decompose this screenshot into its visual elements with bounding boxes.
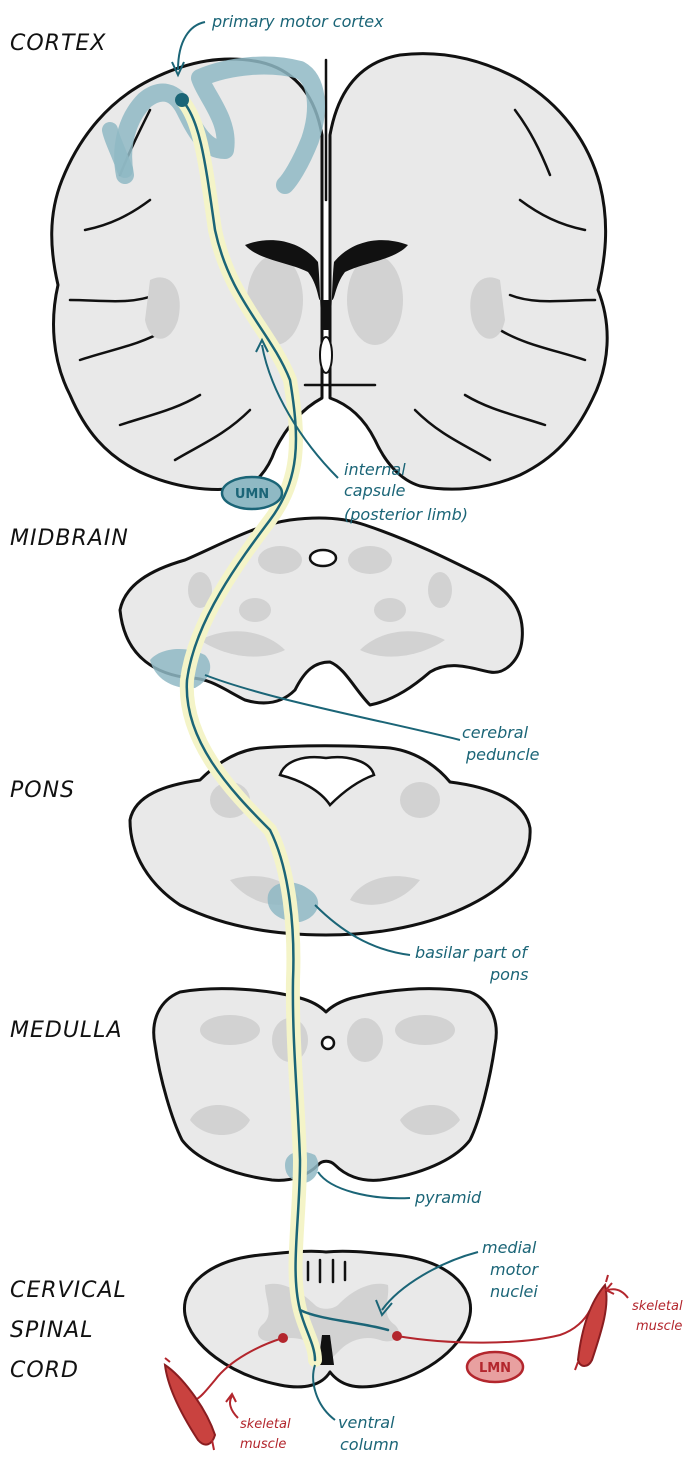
label-basilar-pons-1: basilar part of: [415, 943, 529, 962]
label-skeletal-muscle-left-2: muscle: [240, 1437, 286, 1452]
label-skeletal-muscle-right-2: muscle: [636, 1319, 682, 1334]
label-basilar-pons-2: pons: [489, 965, 528, 984]
label-cerebral-peduncle-1: cerebral: [462, 723, 529, 742]
pointer-skeletal-muscle-right: [606, 1283, 628, 1298]
label-ventral-column-2: column: [340, 1435, 399, 1454]
third-ventricle: [320, 337, 332, 373]
label-skeletal-muscle-left-1: skeletal: [240, 1417, 291, 1432]
medulla-section: [154, 989, 497, 1183]
lmn-badge-text: LMN: [479, 1361, 511, 1376]
label-ventral-column-1: ventral: [338, 1413, 395, 1432]
skeletal-muscle-right: [578, 1285, 607, 1366]
skeletal-muscle-left: [165, 1365, 215, 1445]
level-label-cortex: CORTEX: [10, 31, 106, 56]
label-internal-capsule-3: (posterior limb): [344, 505, 468, 524]
right-deep-nuclei: [347, 255, 403, 345]
midbrain-gray-6: [428, 572, 452, 608]
level-label-medulla: MEDULLA: [10, 1018, 123, 1043]
midbrain-section: [120, 518, 522, 705]
medulla-outline: [154, 989, 497, 1181]
label-primary-motor-cortex: primary motor cortex: [211, 12, 384, 31]
midbrain-gray-2: [348, 546, 392, 574]
level-label-cervical-2: SPINAL: [10, 1318, 93, 1343]
medulla-gray-2: [395, 1015, 455, 1045]
umn-badge: UMN: [222, 477, 282, 509]
medulla-gray-4: [347, 1018, 383, 1062]
upper-motor-neuron-soma: [175, 93, 189, 107]
label-cerebral-peduncle-2: peduncle: [465, 745, 540, 764]
level-label-midbrain: MIDBRAIN: [10, 526, 129, 551]
label-pyramid: pyramid: [414, 1188, 482, 1207]
level-label-cervical-3: CORD: [10, 1358, 79, 1383]
label-internal-capsule-2: capsule: [344, 481, 406, 500]
central-canal-medulla: [322, 1037, 334, 1049]
level-label-cervical-1: CERVICAL: [10, 1278, 127, 1303]
midbrain-gray-3: [239, 598, 271, 622]
label-internal-capsule-1: internal: [344, 460, 406, 479]
midbrain-gray-1: [258, 546, 302, 574]
label-medial-motor-nuclei-3: nuclei: [490, 1282, 538, 1301]
level-label-pons: PONS: [10, 778, 75, 803]
pons-gray-2: [400, 782, 440, 818]
label-medial-motor-nuclei-1: medial: [482, 1238, 537, 1257]
label-skeletal-muscle-right-1: skeletal: [632, 1299, 683, 1314]
cortex-section: [52, 54, 607, 490]
umn-badge-text: UMN: [235, 487, 269, 502]
pons-section: [130, 746, 530, 935]
midbrain-gray-4: [374, 598, 406, 622]
cerebral-aqueduct: [310, 550, 336, 566]
medulla-gray-1: [200, 1015, 260, 1045]
pointer-skeletal-muscle-left: [226, 1394, 238, 1418]
lmn-badge: LMN: [467, 1352, 523, 1382]
label-medial-motor-nuclei-2: motor: [490, 1260, 539, 1279]
